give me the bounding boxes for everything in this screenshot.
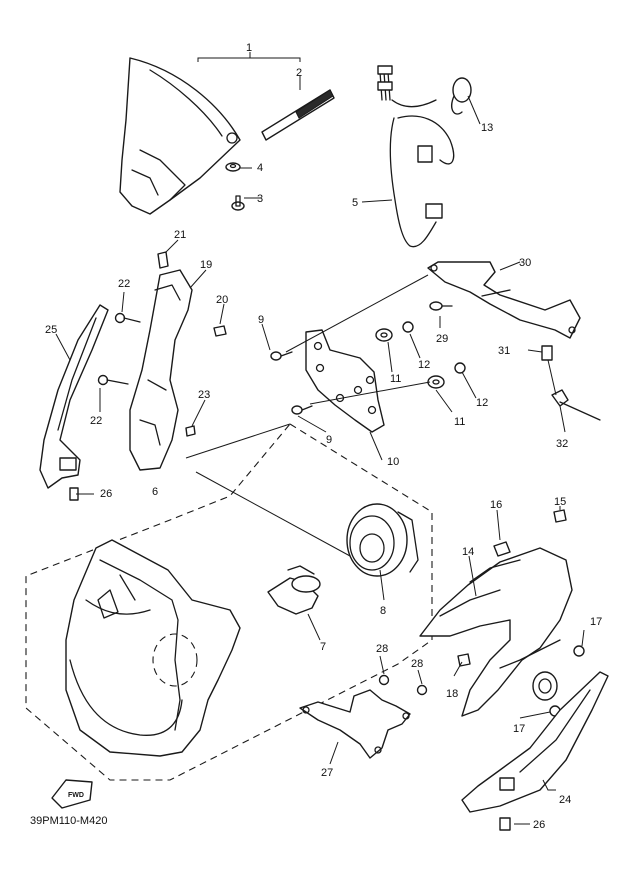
callout-9-lower: 9 <box>326 434 332 446</box>
cable-clamp-part-32 <box>551 389 601 421</box>
callout-10: 10 <box>387 456 399 468</box>
callout-19: 19 <box>200 259 212 271</box>
wire-harness-part <box>377 65 472 248</box>
callout-22-lower: 22 <box>90 415 102 427</box>
callout-30: 30 <box>519 257 531 269</box>
bolt-part-29 <box>429 301 453 311</box>
clip-part-16 <box>493 541 511 557</box>
headlight-unit-part <box>65 539 241 757</box>
callout-24: 24 <box>559 794 571 806</box>
bolt-part-28a <box>378 674 390 686</box>
side-cover-part-25 <box>39 304 109 489</box>
fwd-label: FWD <box>68 792 84 799</box>
callout-15: 15 <box>554 496 566 508</box>
fwd-arrow-icon: FWD <box>51 779 93 809</box>
nut-part-23 <box>185 425 196 437</box>
diagram-code: 39PM110-M420 <box>30 815 107 827</box>
callout-5: 5 <box>352 197 358 209</box>
clip-part-21 <box>157 251 169 269</box>
bolt-part-28b <box>416 684 428 696</box>
callout-22-upper: 22 <box>118 278 130 290</box>
callout-11-lower: 11 <box>454 416 465 428</box>
callout-28-a: 28 <box>376 643 388 655</box>
washer-part-4 <box>225 162 241 172</box>
callout-14: 14 <box>462 546 474 558</box>
bracket-plate-part-10 <box>305 329 385 433</box>
bolt-part-9a <box>270 351 293 361</box>
callout-2: 2 <box>296 67 302 79</box>
side-cowl-part-14 <box>419 547 573 717</box>
callout-13: 13 <box>481 122 493 134</box>
grommet-part-11b <box>427 375 445 389</box>
screw-part-22a <box>114 312 141 324</box>
windshield-part <box>119 57 241 215</box>
headlight-assembly-outline <box>25 423 433 781</box>
callout-21: 21 <box>174 229 186 241</box>
callout-11-upper: 11 <box>390 373 401 385</box>
callout-12-upper: 12 <box>418 359 430 371</box>
screw-part-22b <box>97 374 129 386</box>
callout-6: 6 <box>152 486 158 498</box>
grommet-part-11a <box>375 328 393 342</box>
callout-27: 27 <box>321 767 333 779</box>
bolt-part-17a <box>573 645 585 657</box>
leader-lines <box>55 52 585 825</box>
callout-26-right: 26 <box>533 819 545 831</box>
callout-16: 16 <box>490 499 502 511</box>
callout-32: 32 <box>556 438 568 450</box>
headlight-stay-part-30 <box>427 261 581 339</box>
side-bracket-part-19 <box>129 269 193 471</box>
callout-29: 29 <box>436 333 448 345</box>
decal-part <box>261 89 335 141</box>
lower-cover-part-24 <box>461 671 609 813</box>
callout-23: 23 <box>198 389 210 401</box>
bolt-part-26a <box>69 487 79 501</box>
callout-31: 31 <box>498 345 510 357</box>
callout-9-upper: 9 <box>258 314 264 326</box>
callout-17-upper: 17 <box>590 616 602 628</box>
clip-part-15 <box>553 509 567 523</box>
bolt-part-26b <box>499 817 511 831</box>
callout-12-lower: 12 <box>476 397 488 409</box>
nut-part-18 <box>457 653 471 667</box>
callout-25: 25 <box>45 324 57 336</box>
callout-3: 3 <box>257 193 263 205</box>
bulb-part <box>267 565 321 615</box>
bolt-part-12a <box>402 321 414 333</box>
bracket-part-27 <box>299 689 411 759</box>
callout-17-lower: 17 <box>513 723 525 735</box>
nut-part-20 <box>213 325 227 337</box>
callout-20: 20 <box>216 294 228 306</box>
callout-18: 18 <box>446 688 458 700</box>
callout-labels: 1 2 3 4 5 6 7 8 9 9 10 11 11 12 12 13 14… <box>45 42 602 831</box>
socket-cover-part <box>346 503 419 577</box>
screw-part-3 <box>231 195 245 211</box>
bolt-part-12b <box>454 362 466 374</box>
bolt-part-31 <box>541 345 553 361</box>
callout-8: 8 <box>380 605 386 617</box>
bolt-part-9b <box>291 405 313 415</box>
callout-26-left: 26 <box>100 488 112 500</box>
callout-28-b: 28 <box>411 658 423 670</box>
callout-4: 4 <box>257 162 263 174</box>
callout-7: 7 <box>320 641 326 653</box>
callout-1: 1 <box>246 42 252 54</box>
